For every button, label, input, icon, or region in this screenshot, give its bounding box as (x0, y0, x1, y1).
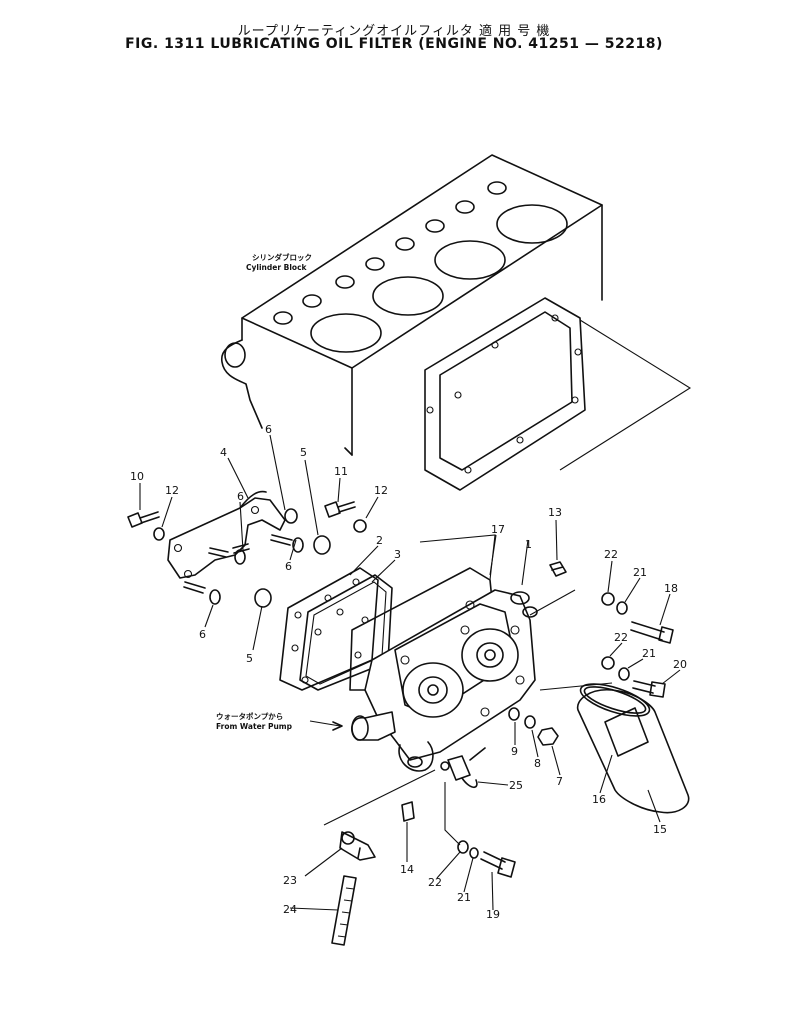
callout-5: 5 (300, 446, 307, 459)
tube-24 (331, 875, 357, 946)
callout-14: 14 (400, 863, 414, 876)
oil-filter-cartridge (576, 683, 690, 814)
callout-24: 24 (283, 903, 297, 916)
callout-17: 17 (491, 523, 505, 536)
bolt-20 (632, 680, 666, 698)
o-rings (153, 508, 630, 859)
callout-6: 6 (265, 423, 272, 436)
bolt-19 (480, 851, 516, 878)
callout-2: 2 (376, 534, 383, 547)
callout-21: 21 (633, 566, 647, 579)
callout-1: 1 (525, 538, 532, 551)
water-pump-label-jp: ウォータポンプから (216, 711, 283, 721)
callout-19: 19 (486, 908, 500, 921)
callout-22b: 22 (614, 631, 628, 644)
oil-pipe (167, 490, 286, 579)
part-callouts: 10 12 4 6 5 11 12 6 6 2 3 6 5 17 1 13 22… (130, 423, 687, 921)
plug-13 (549, 561, 567, 577)
callout-18: 18 (664, 582, 678, 595)
callout-13: 13 (548, 506, 562, 519)
bolt-10 (127, 511, 160, 528)
callout-7: 7 (556, 775, 563, 788)
figure-title: FIG. 1311 LUBRICATING OIL FILTER (ENGINE… (125, 36, 663, 52)
plug-14 (401, 801, 415, 822)
callout-12: 12 (165, 484, 179, 497)
fitting-23 (339, 831, 376, 861)
cylinder-block (220, 154, 603, 491)
callout-4: 4 (220, 446, 227, 459)
bolt-18 (630, 621, 674, 644)
cylinder-block-label: Cylinder Block (246, 263, 308, 272)
callout-22c: 22 (428, 876, 442, 889)
callout-6d: 6 (199, 628, 206, 641)
bolt-11 (324, 501, 356, 518)
cylinder-block-label-jp: シリンダブロック (252, 252, 312, 262)
callout-6b: 6 (237, 490, 244, 503)
callout-25: 25 (509, 779, 523, 792)
callout-5b: 5 (246, 652, 253, 665)
callout-21b: 21 (642, 647, 656, 660)
leader-lines (139, 434, 681, 911)
callout-11: 11 (334, 465, 348, 478)
nut-7 (537, 727, 559, 746)
callout-15: 15 (653, 823, 667, 836)
callout-8: 8 (534, 757, 541, 770)
figure-title-japanese: ループリケーティングオイルフィルタ 適 用 号 機 (237, 24, 551, 39)
callout-6c: 6 (285, 560, 292, 573)
callout-22: 22 (604, 548, 618, 561)
oil-filter-head (351, 589, 538, 772)
callout-3: 3 (394, 548, 401, 561)
callout-9: 9 (511, 745, 518, 758)
callout-21c: 21 (457, 891, 471, 904)
callout-20: 20 (673, 658, 687, 671)
callout-23: 23 (283, 874, 297, 887)
water-pump-label: From Water Pump (216, 722, 293, 731)
callout-10: 10 (130, 470, 144, 483)
callout-12b: 12 (374, 484, 388, 497)
callout-16: 16 (592, 793, 606, 806)
switch-25 (440, 747, 486, 789)
